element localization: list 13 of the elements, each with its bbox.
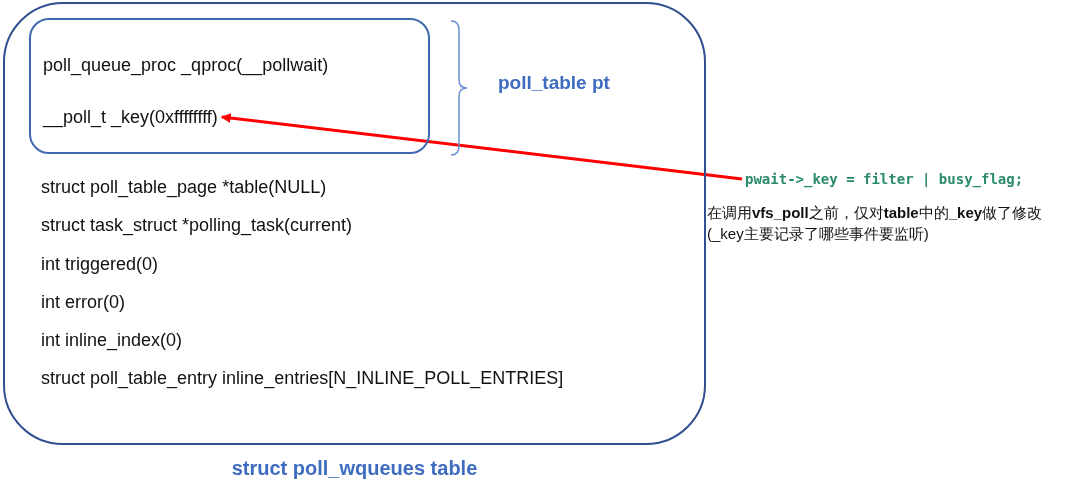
code-line: pwait->_key = filter | busy_flag; bbox=[745, 168, 1024, 190]
field-declaration: struct task_struct *polling_task(current) bbox=[41, 214, 353, 236]
arrow bbox=[220, 113, 743, 181]
field-declaration: int error(0) bbox=[41, 291, 125, 313]
field-declaration: __poll_t _key(0xffffffff) bbox=[43, 106, 218, 128]
struct-caption: struct poll_wqueues table bbox=[230, 457, 479, 480]
field-declaration: struct poll_table_entry inline_entries[N_INLINE_POLL_ENTRIES] bbox=[41, 367, 564, 389]
field-declaration: int inline_index(0) bbox=[41, 329, 183, 351]
field-declaration: struct poll_table_page *table(NULL) bbox=[41, 176, 327, 198]
field-declaration: poll_queue_proc _qproc(__pollwait) bbox=[43, 54, 329, 76]
group-label: poll_table pt bbox=[498, 72, 610, 94]
note-text: 在调用vfs_poll之前，仅对table中的_key做了修改(_key主要记录了哪些事件要监听) bbox=[707, 203, 1044, 244]
field-declaration: int triggered(0) bbox=[41, 253, 159, 275]
